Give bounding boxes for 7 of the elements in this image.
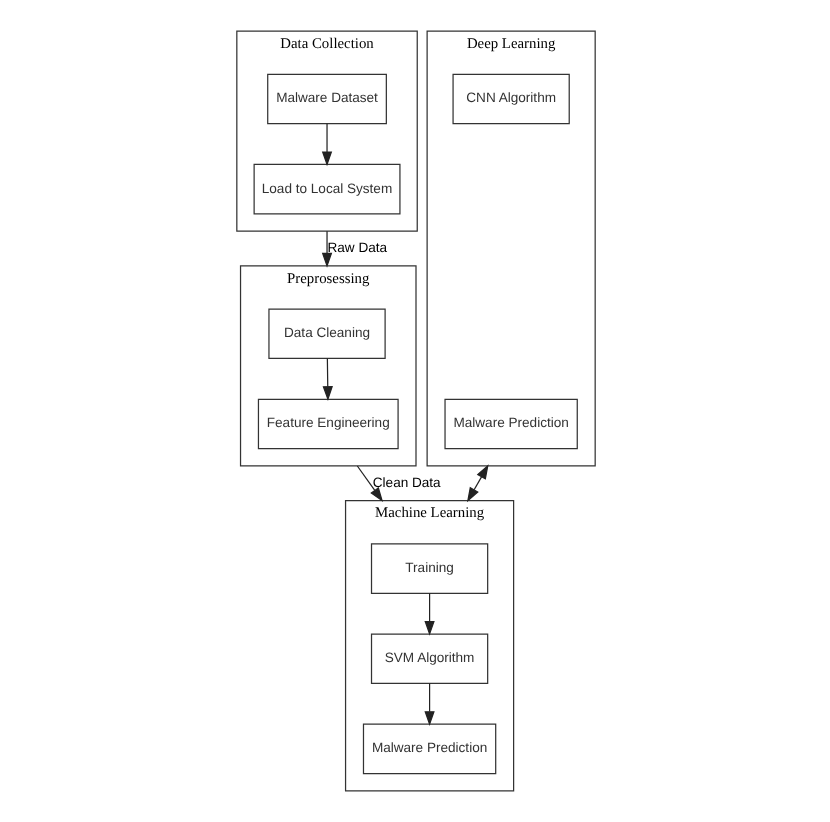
arrow [320,230,332,268]
arrow [321,357,332,402]
arrow [423,682,434,726]
arrow [423,592,434,636]
arrow [465,464,488,503]
arrow [320,123,332,167]
arrow [355,465,383,503]
